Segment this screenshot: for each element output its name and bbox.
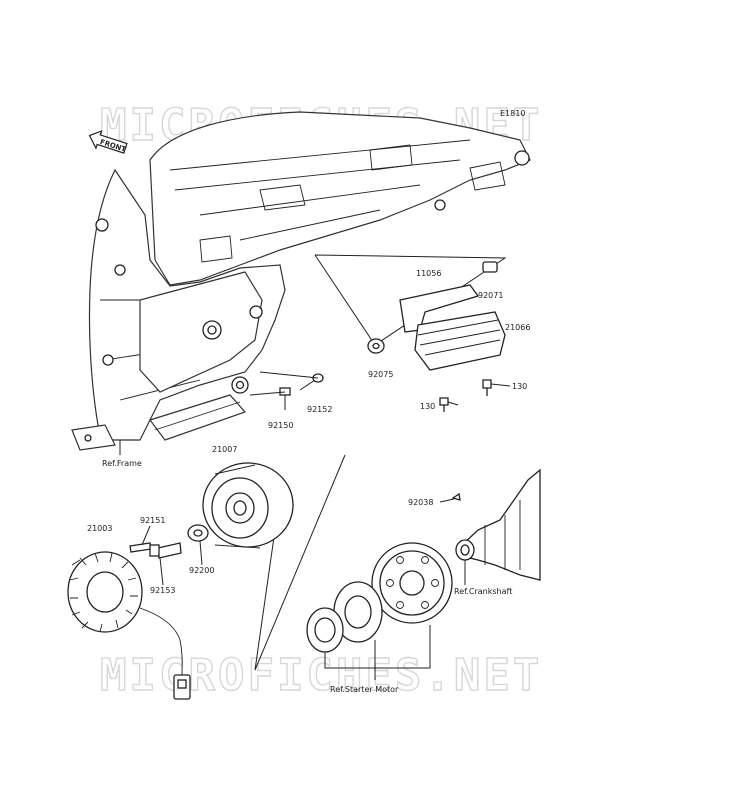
part-label-21003: 21003	[87, 524, 112, 533]
part-label-92038: 92038	[408, 498, 433, 507]
part-label-21066: 21066	[505, 323, 530, 332]
watermark-bottom: MICROFICHES.NET	[100, 650, 542, 701]
part-label-130-right: 130	[512, 382, 527, 391]
stator-coil	[67, 551, 191, 700]
part-label-92071: 92071	[478, 291, 503, 300]
ref-crankshaft: Ref.Crankshaft	[454, 587, 512, 596]
ref-starter-motor: Ref.Starter Motor	[330, 685, 399, 694]
regulator-assembly	[314, 254, 511, 412]
flywheel-rotor	[202, 454, 346, 671]
diagram-code: E1810	[500, 109, 525, 118]
part-label-92152: 92152	[307, 405, 332, 414]
part-label-92075: 92075	[368, 370, 393, 379]
frame-bolts	[249, 371, 324, 410]
part-label-92150: 92150	[268, 421, 293, 430]
starter-clutch-gear	[371, 542, 453, 624]
ref-frame: Ref.Frame	[102, 459, 142, 468]
washer	[187, 524, 209, 542]
part-label-92153: 92153	[150, 586, 175, 595]
frame-assembly	[71, 111, 531, 451]
part-label-130-left: 130	[420, 402, 435, 411]
crankshaft	[439, 468, 541, 581]
stator-bolts	[129, 542, 182, 559]
part-label-21007: 21007	[212, 445, 237, 454]
one-way-clutch	[306, 581, 383, 653]
part-label-11056: 11056	[416, 269, 441, 278]
part-label-92151: 92151	[140, 516, 165, 525]
part-label-92200: 92200	[189, 566, 214, 575]
